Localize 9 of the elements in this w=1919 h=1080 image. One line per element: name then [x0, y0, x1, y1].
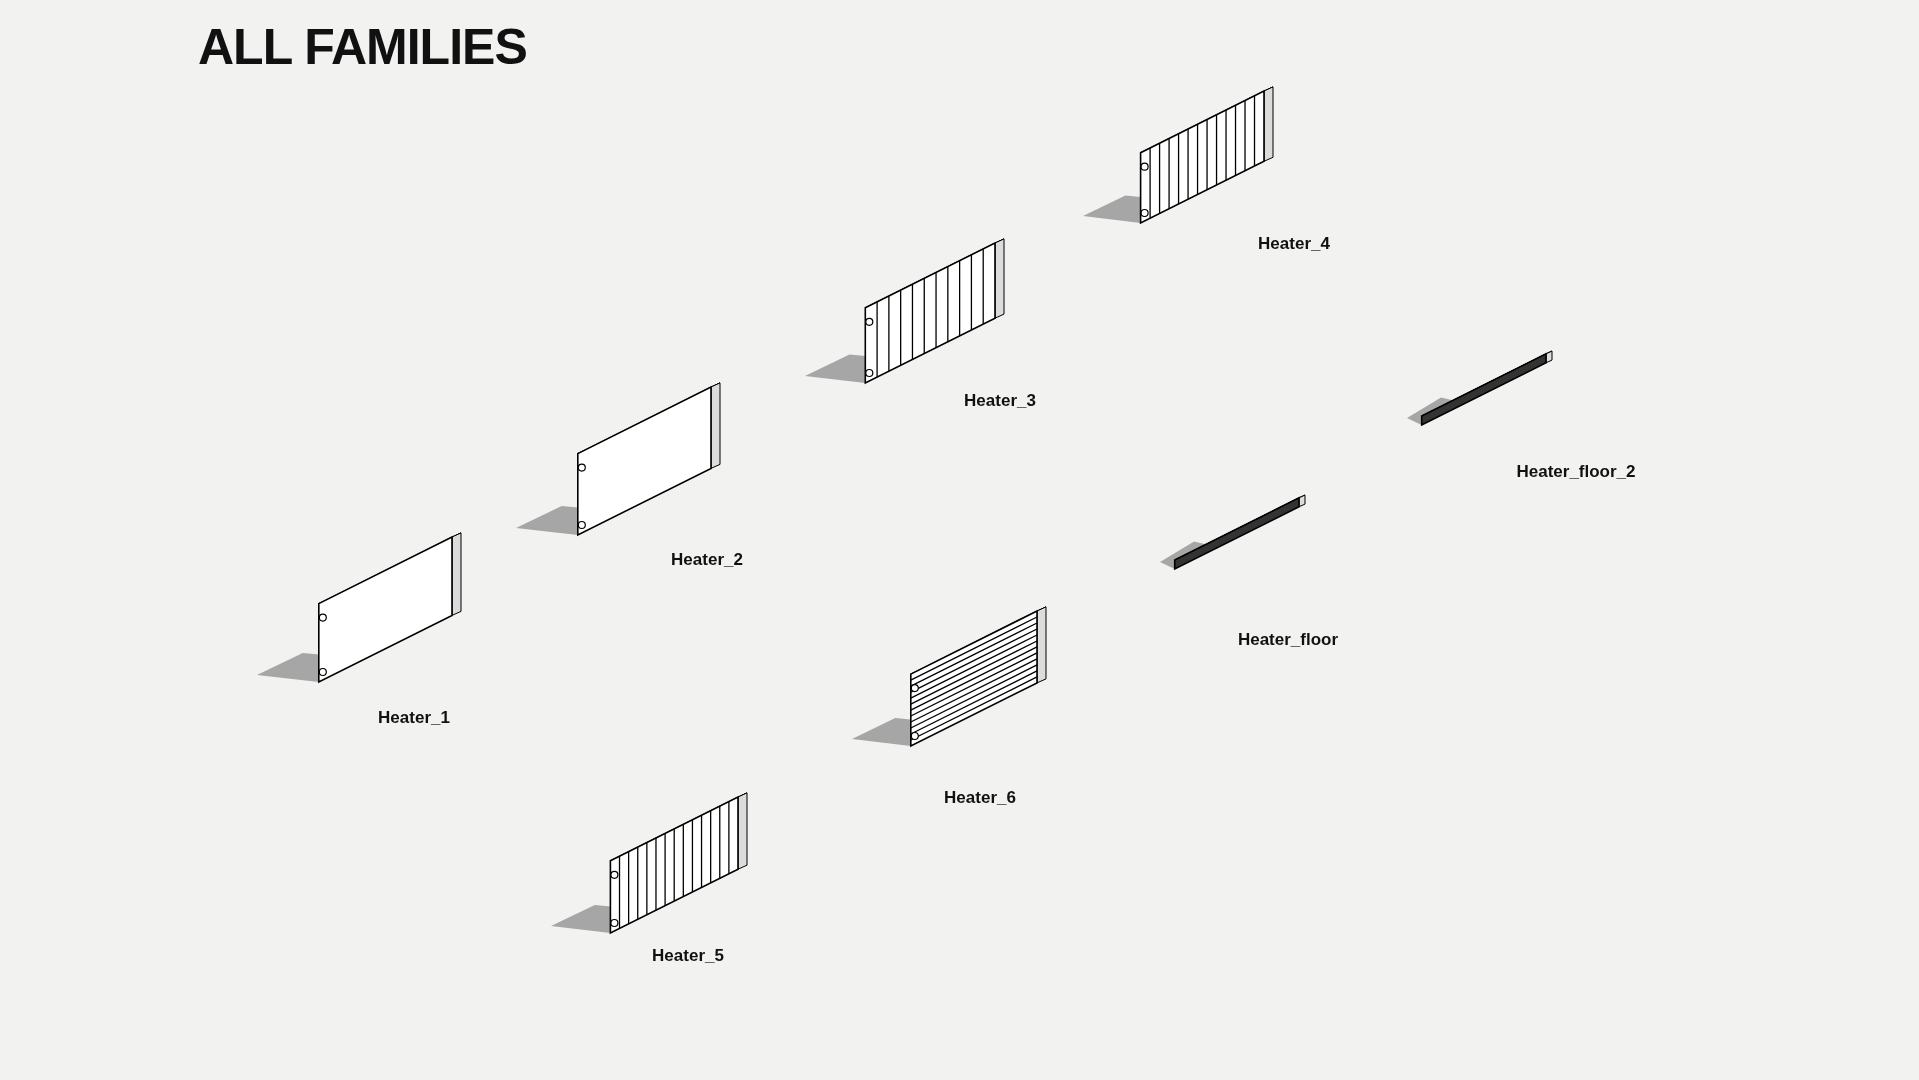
page-title: ALL FAMILIES	[198, 18, 527, 76]
product-label: Heater_3	[964, 391, 1036, 411]
product-label: Heater_2	[671, 550, 743, 570]
product-label: Heater_6	[944, 788, 1016, 808]
product-label: Heater_5	[652, 946, 724, 966]
product-label: Heater_4	[1258, 234, 1330, 254]
product-label: Heater_1	[378, 708, 450, 728]
product-label: Heater_floor	[1237, 630, 1339, 650]
product-label: Heater_floor_2	[1516, 462, 1636, 482]
